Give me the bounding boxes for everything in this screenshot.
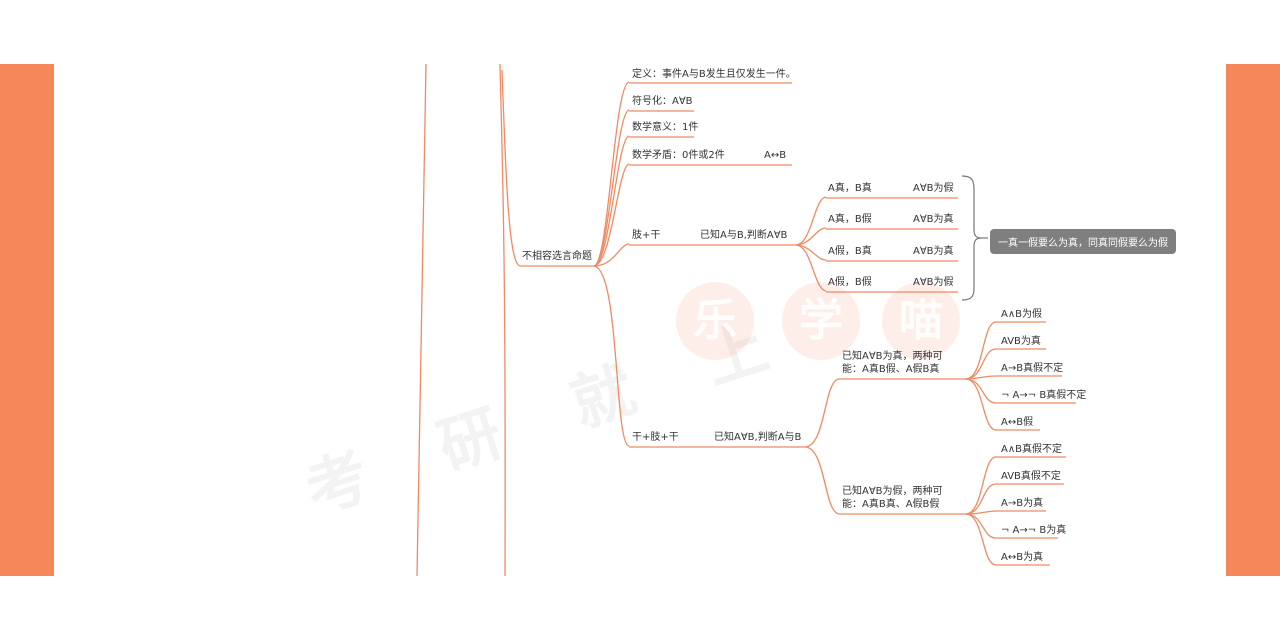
branch-curve (795, 196, 827, 246)
case-true-node[interactable]: 已知A∀B为真，两种可能：A真B假、A假B真 (842, 351, 943, 375)
root-connector (501, 69, 521, 267)
case-false-item[interactable]: A↔B为真 (1001, 552, 1044, 563)
branch-curve (965, 483, 997, 515)
math-meaning-node[interactable]: 数学意义：1件 (632, 122, 699, 133)
truth-row-left[interactable]: A假，B假 (828, 277, 872, 288)
truth-row-left[interactable]: A假，B真 (828, 246, 872, 257)
mindmap-canvas: 考 研 就 上 乐 学 喵 (54, 64, 1226, 576)
summary-brace (961, 175, 983, 301)
case-true-item[interactable]: A→B真假不定 (1001, 363, 1064, 374)
gan-zhi-gan-node[interactable]: 干+肢+干 (632, 432, 679, 443)
connector-lines (416, 64, 1076, 576)
watermark-logo-char: 乐 (676, 282, 754, 360)
truth-row-left[interactable]: A真，B真 (828, 183, 872, 194)
truth-row-right: A∀B为真 (913, 214, 954, 225)
root-node[interactable]: 不相容选言命题 (522, 251, 592, 262)
branch-curve (965, 348, 997, 380)
watermark-logo-char: 喵 (882, 282, 960, 360)
outline-line (499, 64, 506, 576)
branch-curve (805, 446, 840, 515)
branch-curve (965, 321, 997, 380)
case-true-item[interactable]: A↔B假 (1001, 417, 1034, 428)
definition-node[interactable]: 定义：事件A与B发生且仅发生一件。 (632, 69, 796, 80)
watermark-logo-char: 学 (782, 282, 860, 360)
zhi-gan-node[interactable]: 肢+干 (632, 230, 661, 241)
branch-curve (593, 135, 630, 267)
branch-curve (965, 513, 997, 566)
case-true-item[interactable]: AVB为真 (1001, 336, 1041, 347)
math-contradiction-node[interactable]: 数学矛盾：0件或2件 (632, 150, 725, 161)
branch-curve (593, 163, 630, 267)
right-accent-bar (1226, 64, 1280, 576)
truth-row-right: A∀B为假 (913, 183, 954, 194)
case-false-item[interactable]: A∧B真假不定 (1001, 444, 1063, 455)
case-true-item[interactable]: ¬ A→¬ B真假不定 (1001, 390, 1087, 401)
branch-curve (965, 510, 997, 515)
branch-curve (593, 109, 630, 267)
truth-row-right: A∀B为真 (913, 246, 954, 257)
branch-curve (965, 456, 997, 515)
truth-row-left[interactable]: A真，B假 (828, 214, 872, 225)
outline-line (416, 64, 427, 576)
case-false-item[interactable]: ¬ A→¬ B为真 (1001, 525, 1067, 536)
left-accent-bar (0, 64, 54, 576)
branch-curve (965, 378, 997, 431)
branch-curve (805, 378, 840, 448)
symbol-node[interactable]: 符号化：A∀B (632, 96, 693, 107)
gan-zhi-gan-sub-node[interactable]: 已知A∀B,判断A与B (714, 432, 802, 443)
case-false-item[interactable]: A→B为真 (1001, 498, 1044, 509)
branch-curve (795, 227, 827, 246)
branch-curve (593, 243, 630, 267)
zhi-gan-sub-node[interactable]: 已知A与B,判断A∀B (700, 230, 788, 241)
branch-curve (965, 375, 997, 380)
truth-row-right: A∀B为假 (913, 277, 954, 288)
case-false-item[interactable]: AVB真假不定 (1001, 471, 1061, 482)
math-contradiction-note: A↔B (764, 150, 787, 161)
case-false-node[interactable]: 已知A∀B为假，两种可能：A真B真、A假B假 (842, 486, 943, 510)
case-true-item[interactable]: A∧B为假 (1001, 309, 1043, 320)
branch-curve (795, 244, 827, 292)
branch-curve (593, 265, 630, 447)
summary-box[interactable]: 一真一假要么为真，同真同假要么为假 (990, 229, 1176, 254)
